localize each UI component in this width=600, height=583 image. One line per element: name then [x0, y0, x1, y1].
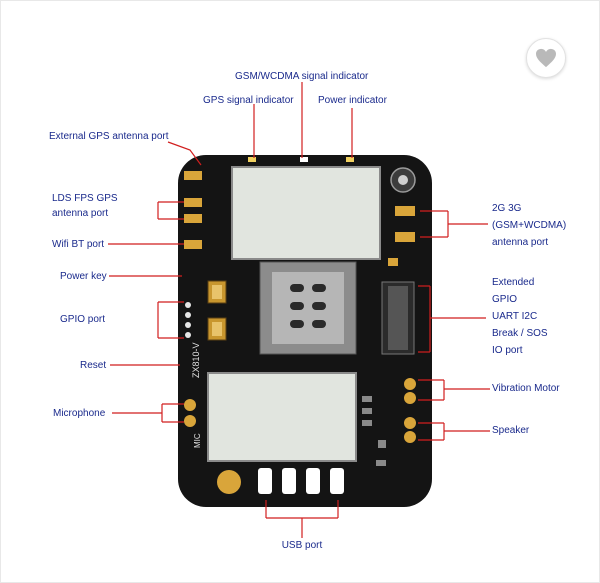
label-wifi-bt: Wifi BT port	[52, 239, 105, 250]
label-ext-gpio-line1: Extended	[492, 277, 535, 288]
label-2g3g-line2: (GSM+WCDMA)	[492, 220, 567, 231]
sim-contacts	[290, 284, 326, 328]
leader-lines	[108, 82, 490, 538]
led-indicators	[248, 157, 354, 162]
label-ext-gpio-line2: GPIO	[492, 294, 518, 305]
label-2g3g-line1: 2G 3G	[492, 203, 522, 214]
label-gpio: GPIO port	[60, 314, 106, 325]
label-vibration-motor: Vibration Motor	[492, 383, 560, 394]
label-external-gps: External GPS antenna port	[49, 131, 169, 142]
label-reset: Reset	[80, 360, 107, 371]
label-ext-gpio-line4: Break / SOS	[492, 328, 548, 339]
microphone-pads	[184, 399, 196, 427]
battery-pad	[217, 470, 241, 494]
board-model-text: ZX810-V	[191, 342, 201, 378]
left-antenna-pads	[184, 171, 202, 249]
label-usb-port: USB port	[281, 540, 323, 551]
label-power-indicator: Power indicator	[318, 95, 387, 106]
smd-components	[362, 396, 386, 466]
label-power-key: Power key	[60, 271, 107, 282]
extended-gpio-connector	[381, 281, 415, 355]
top-lcd-panel	[231, 166, 381, 260]
label-speaker: Speaker	[492, 425, 530, 436]
label-lds-gps-line2: antenna port	[52, 208, 109, 219]
usb-pads	[258, 468, 344, 494]
label-gps-signal: GPS signal indicator	[203, 95, 294, 106]
label-gsm-signal: GSM/WCDMA signal indicator	[235, 71, 369, 82]
heart-icon	[536, 48, 556, 68]
speaker-pads	[404, 417, 416, 443]
bottom-lcd-panel	[207, 372, 357, 462]
label-2g3g-line3: antenna port	[492, 237, 549, 248]
label-ext-gpio-line3: UART I2C	[492, 311, 538, 322]
gpio-pads	[185, 302, 191, 338]
label-ext-gpio-line5: IO port	[492, 345, 523, 356]
right-antenna-pads	[388, 206, 415, 266]
board-mic-text: MIC	[193, 433, 202, 448]
label-lds-gps-line1: LDS FPS GPS	[52, 193, 118, 204]
favorite-button[interactable]	[526, 38, 566, 78]
label-microphone: Microphone	[53, 408, 106, 419]
vibration-motor-pads	[404, 378, 416, 404]
